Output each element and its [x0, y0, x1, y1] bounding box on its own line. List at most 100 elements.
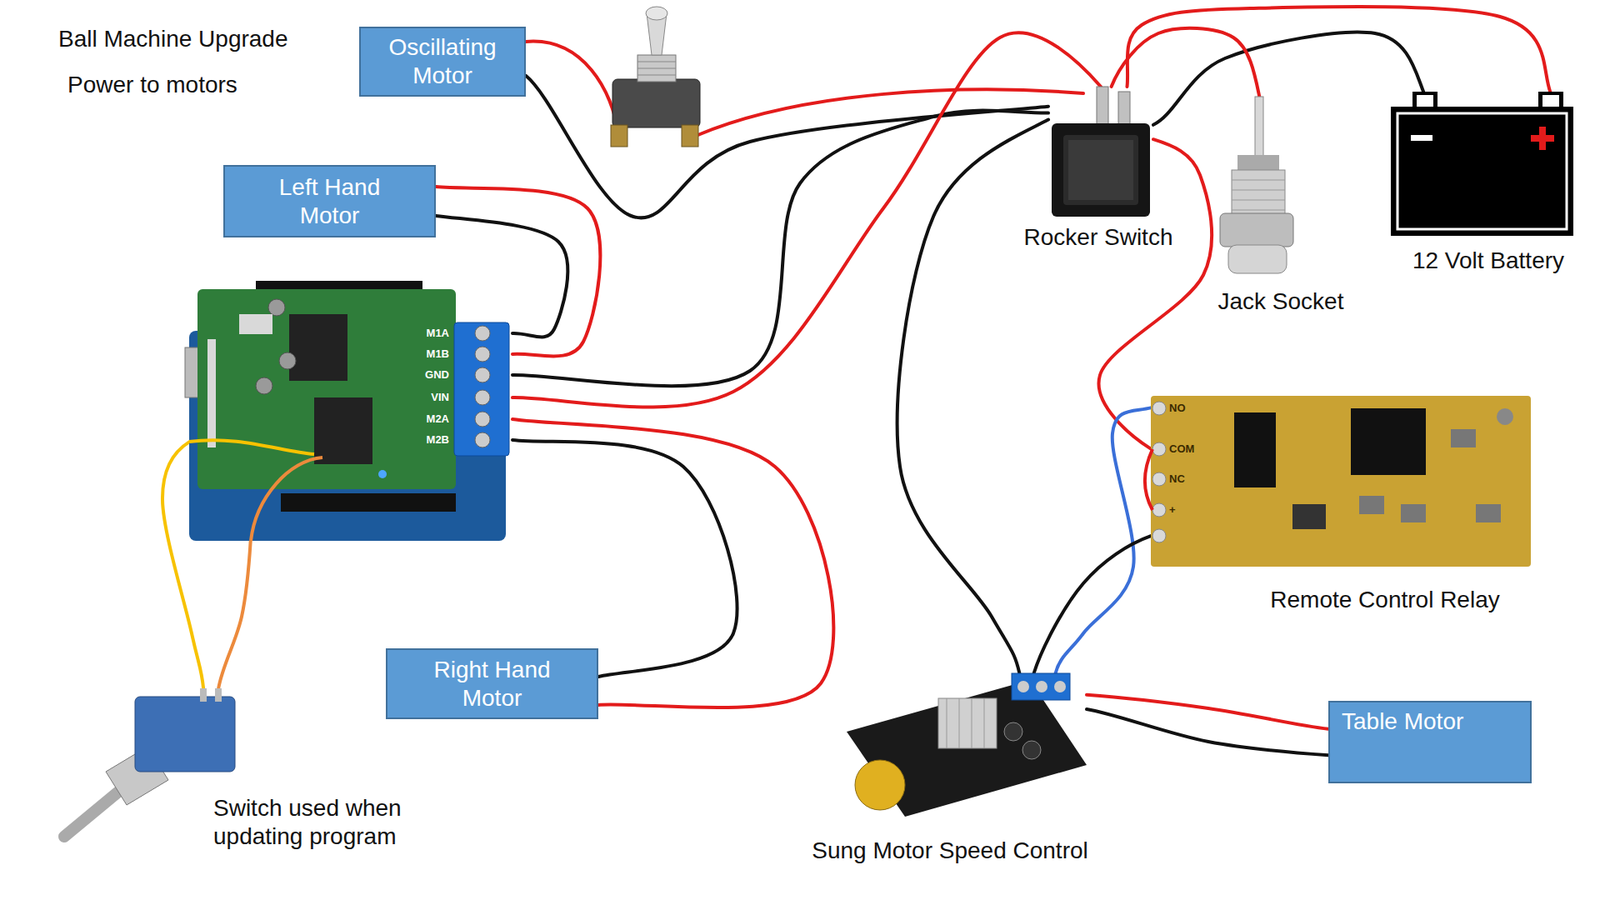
battery-picture-part: [1390, 106, 1574, 236]
wire: [1111, 28, 1260, 97]
relay-picture-part: [1496, 408, 1514, 425]
jack-picture-part: [1220, 213, 1294, 247]
shield-picture-part: [454, 322, 510, 456]
pin-label: M1B: [397, 346, 450, 362]
box-text: Right Hand Motor: [419, 655, 565, 712]
switch-picture-part: [200, 688, 207, 702]
sung-picture-part: [1017, 680, 1030, 693]
box-label: Left Hand Motor: [256, 173, 403, 230]
shield-picture-part: [475, 432, 490, 448]
relay-picture: [1150, 395, 1531, 567]
relay-picture-part: [1359, 495, 1385, 515]
switch-picture-part: [215, 688, 222, 702]
sung-picture-part: [959, 698, 960, 749]
relay-picture-part: [1400, 504, 1426, 523]
pin-label: M2A: [397, 411, 450, 427]
relay-picture-part: [1450, 429, 1476, 448]
wire: [218, 540, 251, 689]
jack-picture-part: [1231, 190, 1285, 191]
rocker-picture-part: [1096, 86, 1109, 127]
component-caption: Switch used when updating program: [213, 794, 410, 850]
sung-picture-part: [846, 680, 1087, 817]
sung-picture-part: [1004, 722, 1023, 741]
battery-component: 12 Volt Battery: [1387, 91, 1577, 238]
jack-component: Jack Socket: [1216, 96, 1296, 275]
battery-picture-part: [1538, 91, 1564, 109]
shield-picture-part: [475, 367, 490, 383]
shield-picture-part: [280, 493, 456, 512]
sung-picture-part: [1011, 673, 1070, 700]
shield-picture-part: [289, 314, 348, 381]
battery-picture-part: [1412, 91, 1438, 109]
box-text: Oscillating Motor: [369, 33, 516, 90]
sung-picture-part: [984, 698, 985, 749]
box-label: Right Hand Motor: [419, 655, 565, 712]
shield-picture-part: [378, 470, 387, 479]
illustration-part: [637, 55, 676, 82]
relay-picture-part: [1234, 412, 1276, 488]
rocker-picture-part: [1063, 135, 1139, 205]
sung-picture-part: [855, 760, 905, 810]
component-caption: 12 Volt Battery: [1380, 246, 1597, 275]
wire: [1153, 32, 1424, 125]
illustration-part: [637, 61, 676, 63]
battery-picture: [1387, 91, 1577, 238]
jack-picture-part: [1228, 245, 1287, 274]
component-caption: Jack Socket: [1189, 287, 1373, 316]
subtitle-label: Power to motors: [67, 70, 238, 100]
box-label: Table Motor: [1341, 707, 1464, 736]
shield-picture-part: [475, 325, 490, 341]
shield-picture-part: [239, 314, 273, 335]
terminal-label: NO: [1169, 400, 1210, 416]
wire: [1034, 535, 1151, 674]
component-caption: Sung Motor Speed Control: [783, 836, 1117, 865]
terminal-label: +: [1169, 502, 1210, 518]
rocker-picture-part: [1068, 140, 1134, 200]
wire: [512, 440, 738, 677]
wire: [512, 32, 1101, 407]
battery-picture-part: [1539, 126, 1546, 150]
box-text: Left Hand Motor: [256, 173, 403, 230]
switch-picture-part: [135, 696, 235, 772]
shield-picture-part: [207, 339, 216, 448]
relay-picture-part: [1292, 504, 1326, 530]
rocker-picture: [1048, 86, 1154, 219]
shield-picture-part: [197, 289, 456, 490]
wire: [1086, 695, 1329, 730]
relay-picture-part: [1152, 529, 1166, 543]
relay-picture-part: [1152, 442, 1166, 456]
shield-picture-part: [475, 411, 490, 427]
pin-label: M2B: [397, 432, 450, 448]
relay-picture-part: [1350, 408, 1426, 475]
terminal-label: NC: [1169, 471, 1210, 487]
illustration-part: [612, 79, 700, 128]
shield-picture-part: [268, 299, 285, 316]
shield-picture-part: [314, 397, 373, 465]
illustration-part: [681, 125, 699, 147]
box-label: Oscillating Motor: [369, 33, 516, 90]
component-caption: Remote Control Relay: [1235, 585, 1535, 615]
relay-picture-part: [1150, 395, 1531, 567]
rocker-picture-part: [1051, 123, 1150, 217]
motor-box: Left Hand Motor: [223, 165, 436, 238]
wire: [525, 75, 1049, 219]
motor-box: Table Motor: [1328, 700, 1532, 784]
shield-picture-part: [189, 440, 315, 455]
battery-picture-part: [1397, 113, 1567, 230]
relay-picture-part: [1475, 504, 1501, 523]
switch-component: Switch used when updating program: [55, 688, 245, 844]
sung-picture-part: [1035, 680, 1048, 693]
shield-picture-part: [475, 346, 490, 362]
shield-picture-part: [250, 457, 323, 541]
relay-picture-part: [1145, 449, 1153, 510]
relay-picture-part: [1152, 401, 1166, 415]
shield-picture-part: [279, 352, 296, 370]
wire: [1086, 709, 1329, 755]
relay-component: Remote Control RelayNOCOMNC+: [1150, 395, 1531, 567]
jack-picture-part: [1255, 96, 1264, 164]
jack-picture: [1216, 96, 1296, 275]
shield-component: M1AM1BGNDVINM2AM2B: [189, 280, 513, 541]
rocker-component: Rocker Switch: [1048, 86, 1154, 219]
